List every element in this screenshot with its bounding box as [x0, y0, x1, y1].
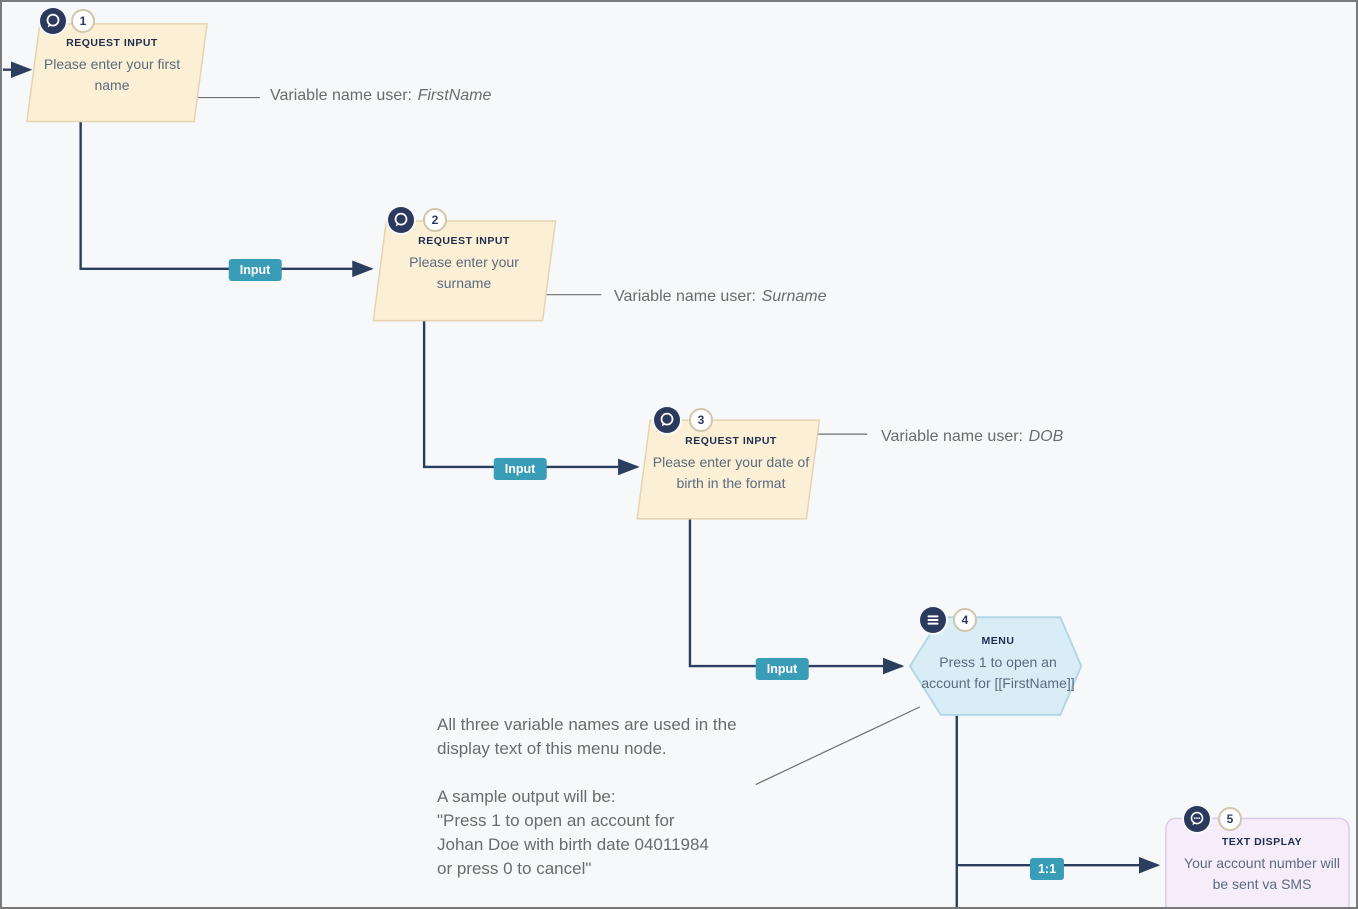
node-prompt-text: Please enter your surname	[409, 254, 519, 291]
annotation-surname: Variable name user: Surname	[614, 288, 827, 306]
node-number: 4	[961, 613, 969, 627]
edge-badge-input-1[interactable]: Input	[228, 259, 282, 281]
node-request-input-2[interactable]: REQUEST INPUT Please enter your surname	[378, 235, 550, 294]
node-prompt-text: Please enter your date of birth in the f…	[652, 454, 810, 491]
node-type-label: TEXT DISPLAY	[1221, 836, 1303, 848]
node-type-label: REQUEST INPUT	[685, 435, 777, 447]
chat-bubble-icon	[654, 407, 680, 433]
annotation-menu-note: All three variable names are used in the…	[437, 715, 737, 878]
node-text-display-5[interactable]: TEXT DISPLAY Your account number will be…	[1172, 836, 1352, 895]
connector-1-2	[79, 121, 374, 278]
message-dots-icon	[1184, 806, 1210, 832]
node-type-label: MENU	[981, 635, 1015, 647]
node-number-badge: 3	[689, 408, 713, 432]
node-type-label: REQUEST INPUT	[66, 37, 158, 49]
node-prompt-text: Please enter your first name	[43, 56, 181, 93]
node-number: 5	[1226, 812, 1234, 826]
annotation-dob: Variable name user: DOB	[881, 428, 1063, 446]
node-3-shape	[636, 419, 821, 520]
edge-badge-one-to-one[interactable]: 1:1	[1029, 858, 1065, 880]
connector-2-3	[422, 320, 640, 476]
node-number-badge: 2	[423, 208, 447, 232]
annotation-variable: FirstName	[417, 87, 492, 104]
node-number-badge: 4	[953, 608, 977, 632]
node-4-shape	[908, 616, 1083, 716]
annotation-variable: DOB	[1028, 428, 1064, 445]
node-number: 3	[697, 413, 705, 427]
connector-3-4	[688, 518, 905, 675]
node-number-badge: 5	[1218, 807, 1242, 831]
chat-bubble-icon	[388, 207, 414, 233]
edge-badge-label: Input	[239, 263, 271, 277]
annotation-firstname: Variable name user: FirstName	[270, 87, 491, 105]
edge-badge-input-3[interactable]: Input	[755, 658, 809, 680]
annotation-label: Variable name user:	[881, 428, 1023, 445]
node-request-input-3[interactable]: REQUEST INPUT Please enter your date of …	[642, 435, 820, 494]
node-prompt-text: Press 1 to open an account for [[FirstNa…	[921, 654, 1075, 691]
node-menu-4[interactable]: MENU Press 1 to open an account for [[Fi…	[906, 635, 1090, 694]
node-number-badge: 1	[71, 9, 95, 33]
annotation-variable: Surname	[761, 288, 827, 305]
edge-badge-label: 1:1	[1037, 862, 1057, 876]
annotation-label: Variable name user:	[614, 288, 756, 305]
pointer-line-menu-note	[755, 706, 921, 786]
menu-icon	[920, 607, 946, 633]
node-5-shape	[1165, 817, 1350, 907]
edge-badge-label: Input	[504, 462, 536, 476]
node-prompt-text: Your account number will be sent va SMS	[1184, 855, 1340, 892]
node-1-shape	[26, 23, 208, 123]
node-number: 2	[431, 213, 439, 227]
edge-badge-input-2[interactable]: Input	[493, 458, 547, 480]
annotation-label: Variable name user:	[270, 87, 412, 104]
node-2-shape	[372, 220, 557, 322]
node-request-input-1[interactable]: REQUEST INPUT Please enter your first na…	[26, 37, 198, 96]
node-type-label: REQUEST INPUT	[418, 235, 510, 247]
edge-badge-label: Input	[766, 662, 798, 676]
chat-bubble-icon	[40, 8, 66, 34]
node-number: 1	[79, 14, 87, 28]
